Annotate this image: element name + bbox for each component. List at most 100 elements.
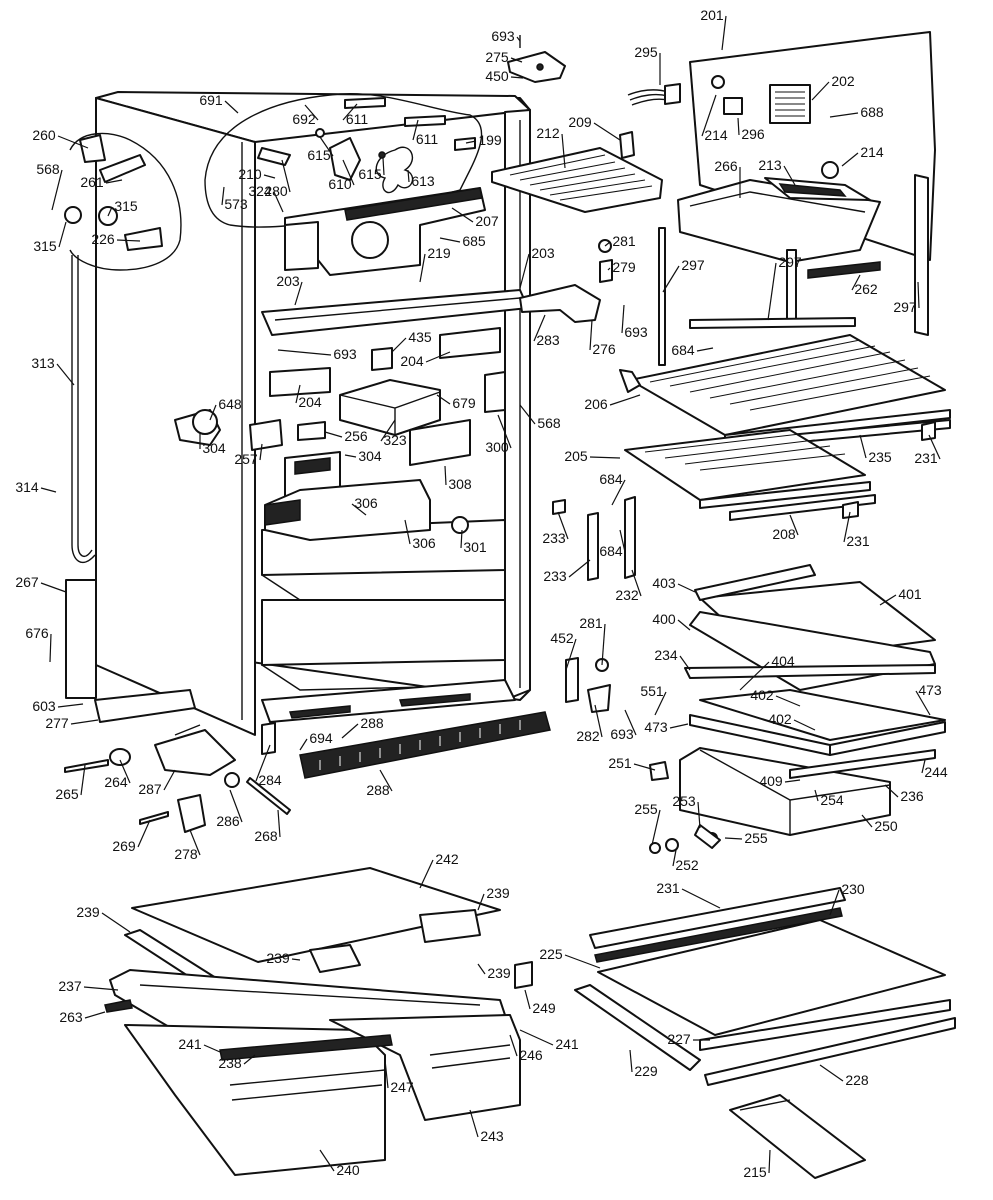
leader-line-691 <box>224 100 239 114</box>
part-label-611b: 611 <box>416 131 439 147</box>
leader-line-247 <box>384 1059 389 1089</box>
part-label-239b: 239 <box>76 904 100 920</box>
part-label-275: 275 <box>485 49 509 65</box>
crisper-glass-242 <box>131 867 501 963</box>
part-label-239d: 239 <box>487 965 511 981</box>
part-label-209: 209 <box>568 114 592 130</box>
ladder-233 <box>587 512 599 581</box>
part-label-214b: 214 <box>860 144 884 160</box>
leader-line-300 <box>497 414 512 449</box>
part-435 <box>371 347 393 371</box>
part-label-313: 313 <box>31 355 55 371</box>
part-label-306b: 306 <box>412 535 436 551</box>
part-label-402a: 402 <box>750 687 774 703</box>
roller-264 <box>109 748 131 766</box>
tube-fitting-260 <box>79 134 106 163</box>
part-251 <box>649 761 669 781</box>
leader-line-284 <box>255 744 271 782</box>
part-label-203b: 203 <box>531 245 555 261</box>
rail-263 <box>104 999 133 1013</box>
leader-line-214a <box>701 94 717 137</box>
part-label-648: 648 <box>218 396 242 412</box>
evaporator-266 <box>677 177 881 263</box>
wire-shelf-205 <box>624 429 876 521</box>
leader-line-315b <box>58 221 67 248</box>
part-label-227: 227 <box>667 1031 691 1047</box>
leader-line-568a <box>51 169 63 211</box>
drain-tube-313 <box>71 255 96 564</box>
leader-line-252 <box>672 849 677 867</box>
leader-line-204b <box>295 384 301 404</box>
leader-line-288a <box>341 723 359 739</box>
control-housing-207 <box>284 187 486 276</box>
part-label-269: 269 <box>112 838 136 854</box>
part-label-693b: 693 <box>624 324 648 340</box>
tray-306 <box>264 479 431 541</box>
part-label-262: 262 <box>854 281 878 297</box>
part-label-247: 247 <box>390 1079 414 1095</box>
part-label-214a: 214 <box>704 127 728 143</box>
leader-line-239d <box>477 963 486 975</box>
strip-262 <box>807 261 881 279</box>
leader-line-551 <box>654 691 667 716</box>
leader-line-323 <box>380 419 396 442</box>
part-label-240: 240 <box>336 1162 360 1178</box>
leader-line-278 <box>189 829 201 856</box>
leader-line-275 <box>510 57 523 63</box>
fan-motor-assembly <box>315 97 476 194</box>
leader-line-201 <box>721 15 727 51</box>
leader-line-283 <box>533 314 546 342</box>
leader-line-204a <box>425 351 451 363</box>
glass-shelf-230 <box>589 887 946 1036</box>
part-label-287: 287 <box>138 781 162 797</box>
part-label-568a: 568 <box>36 161 60 177</box>
leader-line-452 <box>565 638 577 671</box>
bracket-452 <box>565 657 579 703</box>
part-label-280: 280 <box>264 183 288 199</box>
part-label-615b: 615 <box>358 166 382 182</box>
part-label-691: 691 <box>199 92 223 108</box>
leader-line-269 <box>137 819 151 848</box>
leader-line-239c <box>291 958 301 961</box>
part-label-242: 242 <box>435 851 459 867</box>
part-label-237: 237 <box>58 978 82 994</box>
plate-284 <box>261 722 276 755</box>
leader-line-450 <box>510 76 524 79</box>
part-label-297c: 297 <box>893 299 917 315</box>
leader-line-255a <box>651 809 661 846</box>
part-label-323: 323 <box>383 432 407 448</box>
leader-line-240 <box>319 1149 335 1172</box>
leader-line-315a <box>107 206 113 217</box>
leader-line-692 <box>304 104 319 121</box>
part-label-297b: 297 <box>778 254 802 270</box>
part-label-450: 450 <box>485 68 509 84</box>
relay-257 <box>249 419 283 451</box>
leader-line-229 <box>629 1049 633 1073</box>
part-label-301: 301 <box>463 539 487 555</box>
drawer-250 <box>679 747 936 836</box>
part-label-568b: 568 <box>537 415 561 431</box>
rail-238 <box>219 1034 393 1061</box>
leader-line-199 <box>465 140 477 144</box>
part-252 <box>665 838 679 852</box>
leader-line-603 <box>57 703 84 708</box>
cabinet <box>95 91 531 736</box>
bracket-277 <box>94 689 196 723</box>
part-label-253: 253 <box>672 793 696 809</box>
leader-line-684b <box>611 479 626 506</box>
part-label-688: 688 <box>860 104 884 120</box>
part-label-235: 235 <box>868 449 892 465</box>
part-label-246: 246 <box>519 1047 543 1063</box>
leader-line-611a <box>342 103 358 121</box>
part-label-300: 300 <box>485 439 509 455</box>
part-label-282: 282 <box>576 728 600 744</box>
leader-line-232 <box>631 569 642 597</box>
part-label-255a: 255 <box>634 801 658 817</box>
caster-278 <box>177 794 206 833</box>
leader-line-202 <box>811 81 830 101</box>
part-label-251: 251 <box>608 755 632 771</box>
part-label-613: 613 <box>411 173 435 189</box>
screw-255a <box>649 842 661 854</box>
leader-line-239a <box>477 893 485 911</box>
